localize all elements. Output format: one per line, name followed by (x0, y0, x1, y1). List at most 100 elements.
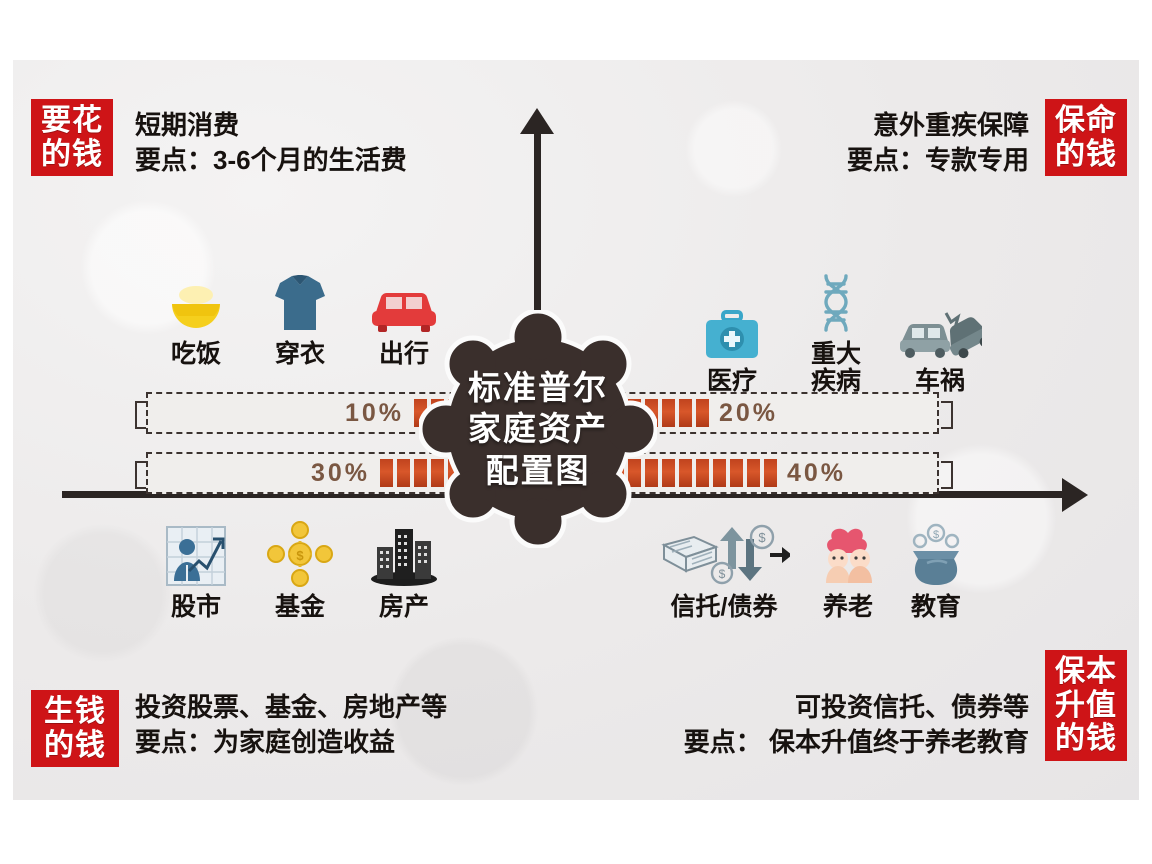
bar-segment (380, 459, 393, 487)
icon-cell-food: 吃饭 (153, 262, 239, 368)
badge-line: 升值 (1055, 688, 1117, 722)
vertical-axis-arrow-icon (520, 108, 554, 134)
badge-spend-money: 要花 的钱 (31, 99, 113, 177)
icon-cell-car-accident: 车祸 (897, 289, 983, 395)
icon-label: 出行 (378, 340, 429, 368)
icon-cell-critical-illness: 重大疾病 (793, 262, 879, 395)
icon-cell-education: $ 教育 (897, 515, 975, 621)
icon-cell-real-estate: 房产 (361, 515, 447, 621)
badge-preserve-money: 保本 升值 的钱 (1045, 650, 1127, 761)
bar-bracket-left (135, 461, 147, 489)
bar-bracket-right (941, 401, 953, 429)
center-title-line2: 家庭资产 (468, 410, 608, 448)
icon-label: 股市 (170, 593, 221, 621)
bar-segment (662, 459, 675, 487)
badge-line: 要花 (41, 104, 103, 137)
badge-earning-money: 生钱 的钱 (31, 690, 119, 768)
stock-chart-icon (165, 515, 227, 587)
heading: 短期消费 (135, 110, 240, 140)
key-point: 要点： 保本升值终于养老教育 (683, 726, 1029, 757)
heading: 意外重疾保障 (872, 110, 1029, 140)
diagram-canvas: 要花 的钱 保命 的钱 生钱 的钱 保本 升值 的钱 短期消费 要点：3-6个月… (13, 60, 1139, 800)
elderly-couple-icon (812, 515, 884, 587)
center-title-line3: 配置图 (485, 451, 591, 489)
icon-cell-fund: $ 基金 (257, 515, 343, 621)
icon-group-bottom-left: 股市 $ (153, 515, 447, 621)
bar-segment (747, 459, 760, 487)
icon-label: 养老 (822, 593, 873, 621)
bar-segment (645, 459, 658, 487)
heading: 可投资信托、债券等 (794, 692, 1029, 722)
center-emblem: 标准普尔 家庭资产 配置图 (419, 310, 657, 548)
bar-segment (679, 459, 692, 487)
icon-cell-stock-market: 股市 (153, 515, 239, 621)
buildings-icon (367, 515, 441, 587)
bar-segment (628, 459, 641, 487)
bar-bracket-right (941, 461, 953, 489)
quadrant-text-top-right: 意外重疾保障 要点：专款专用 (847, 108, 1029, 177)
dna-icon (812, 262, 860, 334)
bar-segment (662, 399, 675, 427)
center-title-line1: 标准普尔 (468, 368, 608, 406)
svg-text:$: $ (758, 530, 766, 545)
percent-label: 30% (310, 458, 370, 487)
bar-segment (696, 459, 709, 487)
icon-cell-retirement: 养老 (809, 515, 887, 621)
quadrant-text-bottom-left: 投资股票、基金、房地产等 要点：为家庭创造收益 (135, 690, 447, 759)
icon-cell-trust-bonds: $ $ 信托/债券 (649, 515, 799, 621)
badge-life-money: 保命 的钱 (1045, 99, 1127, 177)
percent-label: 20% (719, 398, 779, 427)
key-point: 要点：3-6个月的生活费 (135, 144, 407, 175)
badge-line: 生钱 (44, 695, 106, 728)
bar-segment (679, 399, 692, 427)
icon-label: 重大疾病 (810, 340, 861, 395)
quadrant-text-top-left: 短期消费 要点：3-6个月的生活费 (135, 108, 407, 177)
bar-segment (414, 459, 427, 487)
bar-segment (730, 459, 743, 487)
svg-text:$: $ (296, 548, 304, 563)
svg-text:$: $ (719, 567, 726, 581)
icon-label: 房产 (378, 593, 429, 621)
rice-bowl-icon (165, 262, 227, 334)
center-title: 标准普尔 家庭资产 配置图 (419, 310, 657, 548)
gold-coins-icon: $ (266, 515, 334, 587)
bonds-exchange-icon: $ $ (658, 515, 790, 587)
bar-segment (431, 459, 444, 487)
badge-line: 的钱 (41, 137, 103, 171)
icon-label: 医疗 (706, 367, 757, 395)
icon-group-top-right: 医疗 重大疾病 (689, 262, 983, 395)
horizontal-axis-arrow-icon (1062, 478, 1088, 512)
bar-segment (764, 459, 777, 487)
icon-label: 信托/债券 (670, 593, 778, 621)
car-icon (368, 262, 440, 334)
badge-line: 保命 (1055, 104, 1117, 137)
badge-line: 保本 (1055, 655, 1117, 688)
scalloped-blob-shape (419, 310, 657, 548)
icon-group-bottom-right: $ $ 信托/债券 (649, 515, 975, 621)
percent-bar-40: 40% (599, 452, 939, 494)
icon-label: 教育 (910, 593, 961, 621)
badge-line: 的钱 (1055, 722, 1117, 756)
first-aid-kit-icon (703, 289, 761, 361)
heading: 投资股票、基金、房地产等 (135, 692, 448, 722)
car-crash-icon (898, 289, 982, 361)
percent-label: 40% (787, 458, 847, 487)
icon-cell-transport: 出行 (361, 262, 447, 368)
icon-cell-medical: 医疗 (689, 289, 775, 395)
badge-line: 的钱 (1055, 137, 1117, 171)
icon-label: 车祸 (914, 367, 965, 395)
icon-label: 基金 (274, 593, 325, 621)
svg-text:$: $ (933, 529, 939, 541)
icon-group-top-left: 吃饭 穿衣 (153, 262, 447, 368)
bar-segment (713, 459, 726, 487)
badge-line: 的钱 (44, 728, 106, 762)
key-point: 要点：专款专用 (846, 144, 1029, 175)
bar-segment (696, 399, 709, 427)
bar-segment (397, 459, 410, 487)
savings-jar-icon: $ (903, 515, 969, 587)
bar-bracket-left (135, 401, 147, 429)
icon-cell-clothing: 穿衣 (257, 262, 343, 368)
icon-label: 穿衣 (274, 340, 325, 368)
key-point: 要点：为家庭创造收益 (135, 726, 396, 757)
